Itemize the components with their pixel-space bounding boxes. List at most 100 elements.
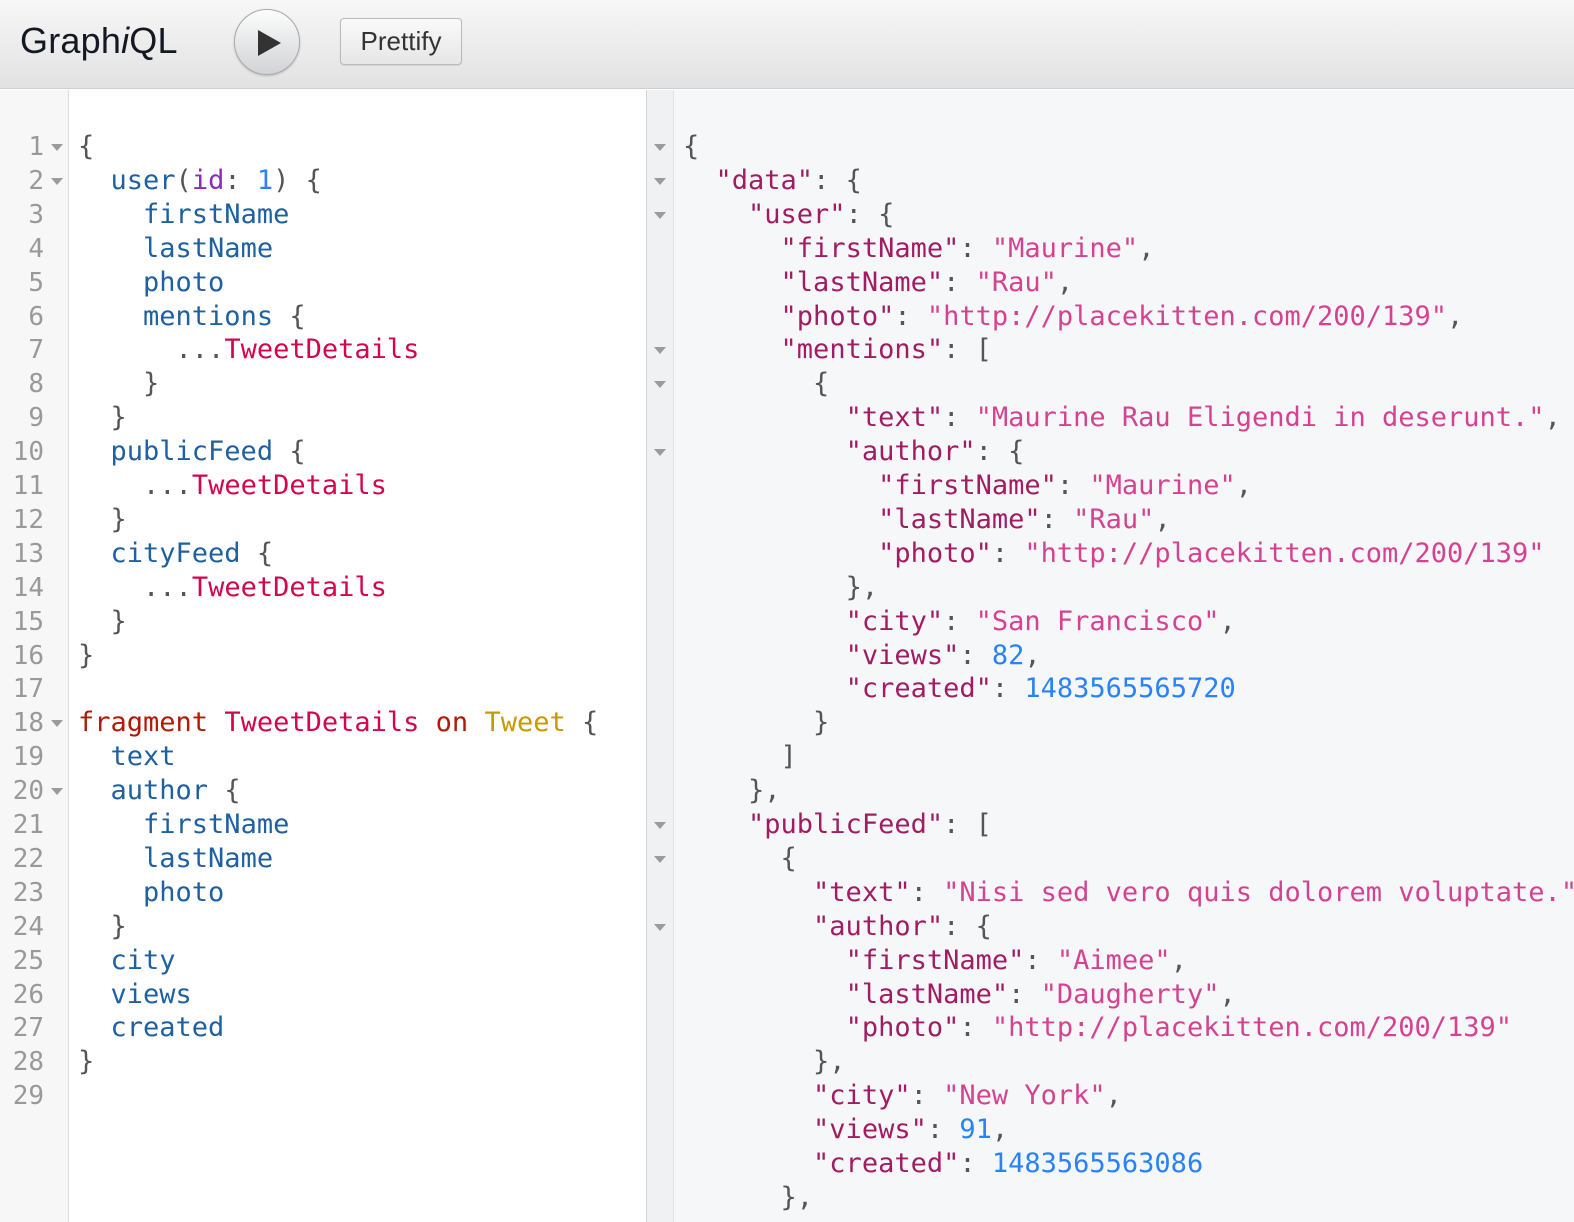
result-token: "http://placekitten.com/200/139" [991,1012,1513,1044]
fold-arrow-icon[interactable] [51,144,63,151]
result-token [683,741,781,772]
query-line: } [78,401,127,435]
fold-arrow-icon[interactable] [51,177,63,185]
result-token: ] [780,741,797,773]
result-token: }, [845,571,879,603]
query-token [78,301,143,332]
result-token: "publicFeed" [748,809,944,840]
result-line: "photo": "http://placekitten.com/200/139… [683,1011,1512,1045]
query-line: lastName [78,842,273,876]
result-token [683,504,878,535]
result-token: : [ [943,334,992,366]
query-token [78,945,111,976]
fold-arrow-icon[interactable] [654,211,666,219]
fold-arrow-icon[interactable] [654,347,666,355]
result-token: "photo" [878,537,992,569]
result-token [683,368,813,399]
query-token [78,843,143,874]
result-token: : [1008,978,1041,1010]
result-line: "firstName": "Maurine", [683,469,1252,503]
result-token [683,199,748,230]
fold-arrow-icon[interactable] [51,720,63,728]
fold-arrow-icon[interactable] [654,923,666,931]
result-line: "created": 1483565563086 [683,1147,1203,1181]
result-token: "views" [845,639,960,671]
fold-arrow-icon[interactable] [654,381,666,389]
query-token: TweetDetails [191,470,387,501]
result-token: , [1170,944,1187,976]
result-token: , [1219,978,1236,1010]
query-token: { [273,436,306,468]
line-number: 15 [12,606,44,637]
query-token: { [273,300,306,332]
result-token: "Rau" [1073,503,1155,535]
result-line: }, [683,1181,814,1215]
line-number: 22 [12,843,44,874]
prettify-button[interactable]: Prettify [340,18,462,65]
query-token [78,402,111,433]
result-token [683,775,748,806]
line-number: 19 [12,742,44,773]
result-token: }, [780,1181,814,1213]
result-token [683,165,716,196]
result-line: "photo": "http://placekitten.com/200/139… [683,537,1544,571]
query-token: user [110,164,176,196]
result-token: : { [975,436,1025,468]
query-line: firstName [78,808,289,842]
query-token: } [110,605,127,637]
query-line: lastName [78,232,273,266]
result-token: "Maurine" [991,232,1139,264]
result-token: , [1447,300,1464,332]
fold-arrow-icon[interactable] [654,177,666,185]
line-number: 24 [12,911,44,942]
query-token: ... [175,334,225,366]
result-token: : [943,266,976,298]
result-token [683,809,748,840]
result-token: : { [943,910,992,942]
query-line: text [78,740,176,774]
fold-arrow-icon[interactable] [654,855,666,863]
result-token [683,979,846,1010]
fold-arrow-icon[interactable] [51,788,63,796]
result-token: , [1544,402,1561,434]
query-token [78,572,143,603]
query-token: ) { [273,164,322,196]
query-token: city [110,944,176,976]
result-line: "firstName": "Maurine", [683,232,1155,266]
query-token: TweetDetails [191,571,387,603]
query-line: publicFeed { [78,435,306,469]
query-token: firstName [143,809,290,840]
query-token [419,707,435,738]
query-line: ...TweetDetails [78,571,387,605]
result-line: "photo": "http://placekitten.com/200/139… [683,300,1464,334]
line-number: 1 [28,132,44,162]
query-line: author { [78,774,241,808]
result-line: }, [683,774,781,808]
result-token [683,267,781,298]
query-token: } [143,368,160,400]
result-token: "mentions" [780,334,944,366]
line-number: 16 [12,640,44,671]
result-token: 82 [991,639,1025,671]
pane-divider[interactable] [646,90,647,1222]
query-line: photo [78,876,224,910]
query-token [78,470,143,501]
result-token: "Maurine Rau Eligendi in deserunt." [975,402,1545,434]
toolbar: GraphiQL Prettify [0,0,1574,89]
result-token: "author" [813,910,944,942]
query-token: author [110,775,209,807]
fold-arrow-icon[interactable] [654,822,666,829]
result-token: 1483565565720 [1024,673,1236,705]
execute-query-button[interactable] [234,9,300,75]
result-token: , [1219,605,1236,637]
query-token [78,979,111,1010]
result-token [683,1046,813,1077]
query-line: ...TweetDetails [78,469,387,503]
result-line: "created": 1483565565720 [683,672,1236,706]
fold-arrow-icon[interactable] [654,449,666,457]
query-token: { [565,707,599,739]
result-token [683,1148,813,1179]
fold-arrow-icon[interactable] [654,144,666,151]
result-token: "author" [845,436,976,468]
